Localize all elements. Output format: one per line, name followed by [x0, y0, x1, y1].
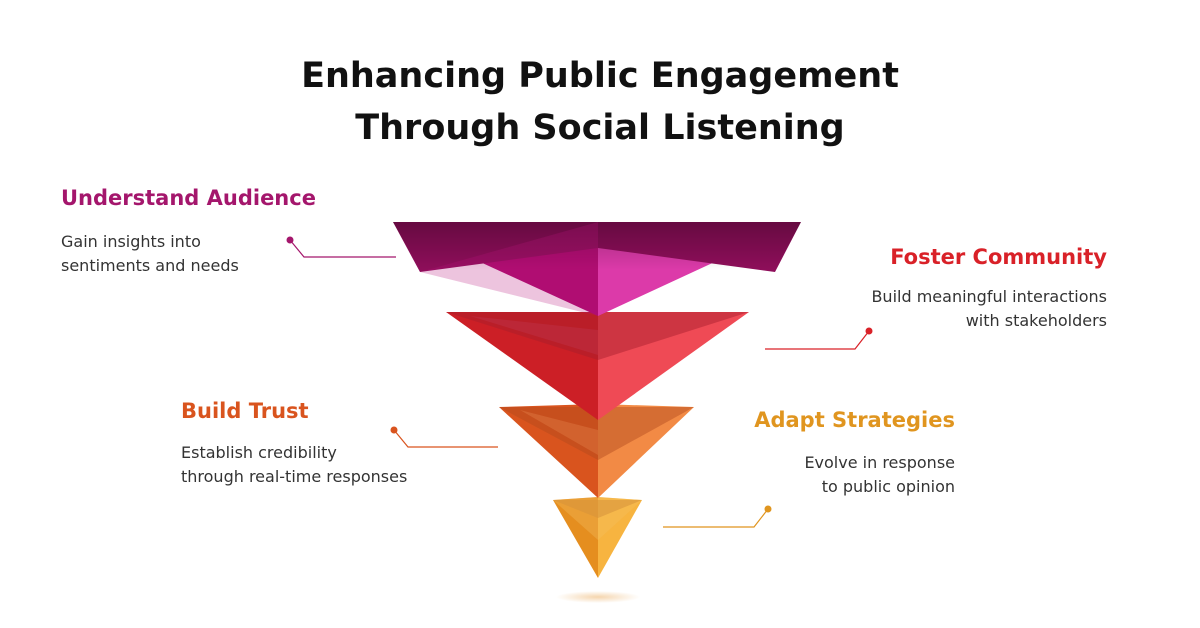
heading-build-trust: Build Trust [181, 399, 309, 423]
funnel-tier-foster-community [446, 312, 749, 420]
funnel-tier-adapt-strategies [553, 497, 642, 578]
desc-build-trust: Establish credibility through real-time … [181, 441, 407, 489]
desc-line: with stakeholders [965, 311, 1107, 330]
connector-build-trust [390, 426, 498, 448]
connector-foster-community [765, 327, 873, 350]
title-line-1: Enhancing Public Engagement [301, 56, 899, 96]
desc-line: Evolve in response [804, 453, 955, 472]
page-title: Enhancing Public Engagement Through Soci… [0, 50, 1200, 154]
heading-foster-community: Foster Community [890, 245, 1107, 269]
desc-line: Gain insights into [61, 232, 201, 251]
desc-line: sentiments and needs [61, 256, 239, 275]
funnel-tier-build-trust [499, 404, 694, 498]
heading-adapt-strategies: Adapt Strategies [754, 408, 955, 432]
desc-understand-audience: Gain insights into sentiments and needs [61, 230, 239, 278]
desc-line: Establish credibility [181, 443, 337, 462]
funnel-floor-shadow [556, 591, 640, 603]
title-line-2: Through Social Listening [355, 108, 845, 148]
heading-understand-audience: Understand Audience [61, 186, 316, 210]
desc-line: through real-time responses [181, 467, 408, 486]
desc-line: to public opinion [821, 477, 955, 496]
connector-understand-audience [286, 236, 396, 258]
desc-foster-community: Build meaningful interactions with stake… [871, 285, 1107, 333]
connector-adapt-strategies [663, 505, 772, 528]
desc-line: Build meaningful interactions [871, 287, 1107, 306]
desc-adapt-strategies: Evolve in response to public opinion [804, 451, 955, 499]
funnel-tier-understand-audience [393, 222, 801, 316]
